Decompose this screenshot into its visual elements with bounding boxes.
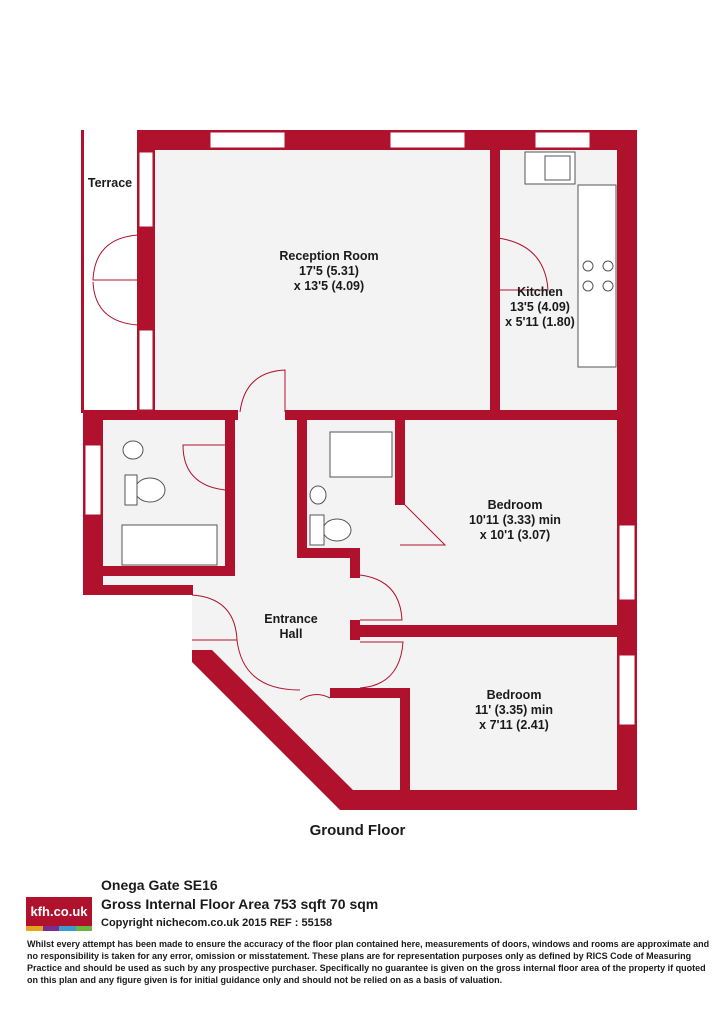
bedroom2-name: Bedroom bbox=[487, 688, 542, 702]
bedroom1-name: Bedroom bbox=[488, 498, 543, 512]
kitchen-dim2: x 5'11 (1.80) bbox=[505, 315, 575, 329]
kitchen-sink-icon bbox=[544, 155, 571, 181]
stripe-4 bbox=[75, 926, 92, 931]
kitchen-name: Kitchen bbox=[517, 285, 563, 299]
walls bbox=[81, 130, 637, 810]
bedroom2-dim2: x 7'11 (2.41) bbox=[479, 718, 549, 732]
reception-dim2: x 13'5 (4.09) bbox=[294, 279, 364, 293]
toilet-icon bbox=[134, 477, 166, 503]
kfh-logo: kfh.co.uk bbox=[26, 897, 92, 931]
doors bbox=[92, 234, 549, 701]
sink-icon bbox=[122, 440, 144, 460]
reception-name: Reception Room bbox=[279, 249, 378, 263]
property-copyright: Copyright nichecom.co.uk 2015 REF : 5515… bbox=[101, 917, 333, 929]
stripe-1 bbox=[26, 926, 43, 931]
terrace-floor bbox=[83, 130, 138, 410]
logo-text: kfh.co.uk bbox=[30, 904, 88, 919]
toilet-icon-2 bbox=[322, 518, 352, 542]
floor-plan: Terrace Reception Room 17'5 (5.31) x 13'… bbox=[81, 130, 637, 810]
hob-icon bbox=[582, 260, 594, 272]
entrance-name1: Entrance bbox=[264, 612, 318, 626]
entrance-name2: Hall bbox=[280, 627, 303, 641]
bedroom2-dim1: 11' (3.35) min bbox=[475, 703, 553, 717]
bedroom1-dim2: x 10'1 (3.07) bbox=[480, 528, 550, 542]
disclaimer: Whilst every attempt has been made to en… bbox=[27, 939, 710, 985]
reception-dim1: 17'5 (5.31) bbox=[299, 264, 359, 278]
kitchen-dim1: 13'5 (4.09) bbox=[510, 300, 570, 314]
kitchen-fixtures bbox=[524, 151, 617, 368]
sink-icon-2 bbox=[309, 485, 327, 505]
floor-title: Ground Floor bbox=[309, 822, 406, 839]
property-info: Onega Gate SE16 Gross Internal Floor Are… bbox=[101, 876, 378, 932]
bathroom-fixtures bbox=[121, 431, 393, 566]
windows bbox=[84, 131, 636, 726]
stripe-3 bbox=[59, 926, 76, 931]
bedroom1-dim1: 10'11 (3.33) min bbox=[469, 513, 561, 527]
logo-stripe bbox=[26, 926, 92, 931]
property-name: Onega Gate SE16 bbox=[101, 877, 218, 893]
terrace-label: Terrace bbox=[88, 176, 132, 190]
stripe-2 bbox=[42, 926, 59, 931]
property-area: Gross Internal Floor Area 753 sqft 70 sq… bbox=[101, 896, 379, 912]
